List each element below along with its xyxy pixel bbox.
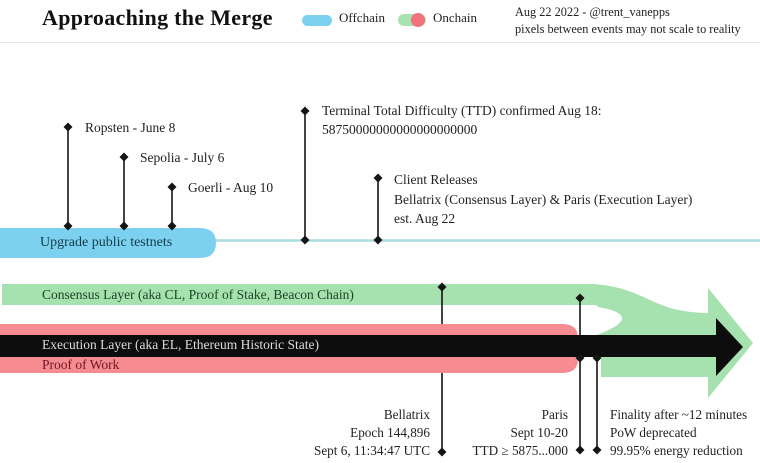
onchain-red-shape [411, 13, 425, 27]
proof-of-work-label: Proof of Work [42, 357, 120, 372]
marker-diamond [592, 445, 602, 455]
client-releases-label: Client Releases Bellatrix (Consensus Lay… [394, 170, 692, 229]
execution-bar-label: Execution Layer (aka EL, Ethereum Histor… [42, 337, 320, 352]
goerli-event-label: Goerli - Aug 10 [188, 180, 274, 195]
header-divider [0, 42, 760, 43]
marker-diamond [575, 445, 585, 455]
finality-line-2: PoW deprecated [610, 425, 697, 440]
finality-milestone-label: Finality after ~12 minutes PoW deprecate… [610, 406, 747, 460]
credit-line-1: Aug 22 2022 - @trent_vanepps [515, 5, 670, 19]
marker-diamond [63, 221, 73, 231]
consensus-layer-bar [2, 284, 596, 305]
marker-diamond [119, 152, 129, 162]
marker-diamond [575, 293, 585, 303]
marker-diamond [373, 235, 383, 245]
ropsten-event-label: Ropsten - June 8 [85, 120, 176, 135]
marker-diamond [167, 221, 177, 231]
credit-note: Aug 22 2022 - @trent_vanepps pixels betw… [515, 4, 741, 37]
marker-diamonds [63, 106, 602, 457]
marker-diamond [119, 221, 129, 231]
marker-diamond [437, 282, 447, 292]
bellatrix-milestone-label: Bellatrix Epoch 144,896 Sept 6, 11:34:47… [280, 406, 430, 460]
marker-diamond [592, 353, 602, 363]
ttd-line-2: 58750000000000000000000 [322, 121, 478, 137]
finality-line-1: Finality after ~12 minutes [610, 407, 748, 422]
marker-diamond [300, 106, 310, 116]
finality-line-3: 99.95% energy reduction [610, 443, 743, 458]
offchain-testnets-bar [0, 228, 216, 258]
paris-line-1: Paris [541, 407, 568, 422]
paris-milestone-label: Paris Sept 10-20 TTD ≥ 5875...000 [436, 406, 568, 460]
paris-line-3: TTD ≥ 5875...000 [472, 443, 568, 458]
sepolia-event-label: Sepolia - July 6 [140, 150, 225, 165]
marker-diamond [437, 447, 447, 457]
offchain-legend-icon [302, 15, 332, 26]
offchain-legend-label: Offchain [339, 10, 385, 25]
marker-diamond [63, 122, 73, 132]
onchain-legend-label: Onchain [433, 10, 478, 25]
testnets-bar-label: Upgrade public testnets [40, 235, 173, 250]
paris-line-2: Sept 10-20 [510, 425, 568, 440]
execution-layer-arrow [0, 318, 743, 376]
credit-line-2: pixels between events may not scale to r… [515, 21, 741, 36]
bellatrix-line-1: Bellatrix [383, 407, 430, 422]
ttd-line-1: Terminal Total Difficulty (TTD) confirme… [322, 103, 602, 118]
consensus-bar-label: Consensus Layer (aka CL, Proof of Stake,… [42, 287, 354, 302]
marker-diamond [575, 353, 585, 363]
page-title: Approaching the Merge [42, 5, 273, 30]
client-line-1: Client Releases [394, 172, 478, 187]
marker-diamond [167, 182, 177, 192]
client-line-2: Bellatrix (Consensus Layer) & Paris (Exe… [394, 191, 693, 207]
bellatrix-line-2: Epoch 144,896 [350, 425, 430, 440]
marker-diamond [300, 235, 310, 245]
marker-diamond [373, 173, 383, 183]
client-line-3: est. Aug 22 [394, 211, 456, 226]
ttd-event-label: Terminal Total Difficulty (TTD) confirme… [322, 102, 602, 139]
onchain-legend-icon [398, 13, 426, 27]
bellatrix-line-3: Sept 6, 11:34:47 UTC [313, 443, 430, 458]
